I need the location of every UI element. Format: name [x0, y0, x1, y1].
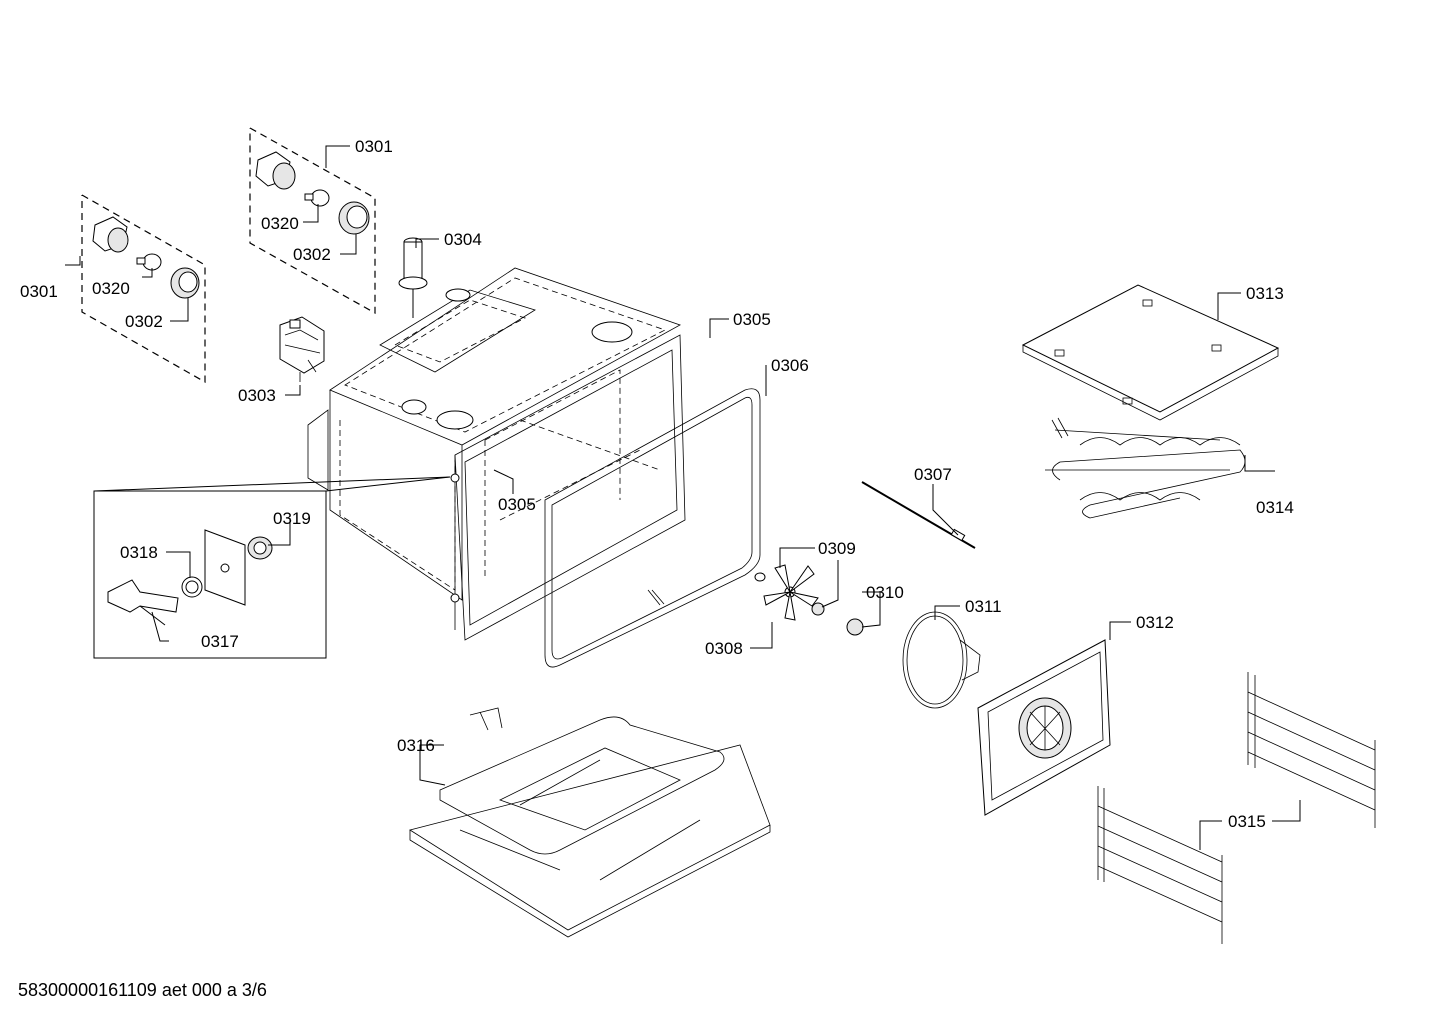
label-0314: 0314 [1256, 498, 1294, 517]
label-0303: 0303 [238, 386, 276, 405]
sensor-bracket-icon [107, 579, 179, 626]
label-0319: 0319 [273, 509, 311, 528]
label-0307: 0307 [914, 465, 952, 484]
label-0301-upper: 0301 [355, 137, 393, 156]
label-0311: 0311 [965, 597, 1002, 616]
top-cover-plate-icon [1021, 284, 1280, 421]
document-code: 58300000161109 aet 000 a 3/6 [18, 980, 267, 1000]
label-0315: 0315 [1228, 812, 1266, 831]
temperature-probe-icon [861, 481, 976, 549]
detail-inset [93, 476, 451, 659]
nut-icon [247, 536, 273, 560]
callout-leaders [65, 145, 1301, 850]
rear-panel-icon [977, 639, 1111, 816]
door-gasket-icon [544, 388, 761, 668]
label-0306: 0306 [771, 356, 809, 375]
label-0305-front: 0305 [498, 495, 536, 514]
label-0309: 0309 [818, 539, 856, 558]
bulb-icon [136, 253, 162, 271]
oven-cavity-housing [307, 267, 686, 641]
label-0302-left: 0302 [125, 312, 163, 331]
label-0317: 0317 [201, 632, 239, 651]
label-0301-left: 0301 [20, 282, 58, 301]
label-0304: 0304 [444, 230, 482, 249]
label-0312: 0312 [1136, 613, 1174, 632]
label-0305-top: 0305 [733, 310, 771, 329]
door-lock-motor-icon [279, 316, 325, 382]
bulb-icon [304, 189, 330, 207]
label-0313: 0313 [1246, 284, 1284, 303]
label-0320-left: 0320 [92, 279, 130, 298]
bottom-heater-icon [409, 707, 771, 938]
seal-ring-icon [181, 576, 203, 598]
label-0316: 0316 [397, 736, 435, 755]
cooling-fan-icon [398, 237, 428, 318]
label-0302-upper: 0302 [293, 245, 331, 264]
side-rack-left-icon [1097, 786, 1223, 944]
lamp-cover-icon [338, 201, 370, 235]
lamp-assembly-upper [249, 127, 376, 315]
label-0308: 0308 [705, 639, 743, 658]
grill-heater-icon [1045, 417, 1246, 519]
ring-heater-icon [902, 611, 981, 709]
callout-labels: 0301 0320 0302 0301 0320 0302 0303 0304 … [20, 137, 1294, 831]
lamp-holder-icon [255, 151, 296, 190]
label-0320-upper: 0320 [261, 214, 299, 233]
label-0310: 0310 [866, 583, 904, 602]
label-0318: 0318 [120, 543, 158, 562]
lamp-assembly-left [81, 194, 206, 384]
lamp-cover-icon [170, 267, 200, 299]
side-rack-right-icon [1247, 672, 1376, 828]
lamp-holder-icon [92, 216, 129, 253]
mounting-plate-icon [204, 529, 246, 606]
fan-blade-icon [754, 564, 864, 636]
